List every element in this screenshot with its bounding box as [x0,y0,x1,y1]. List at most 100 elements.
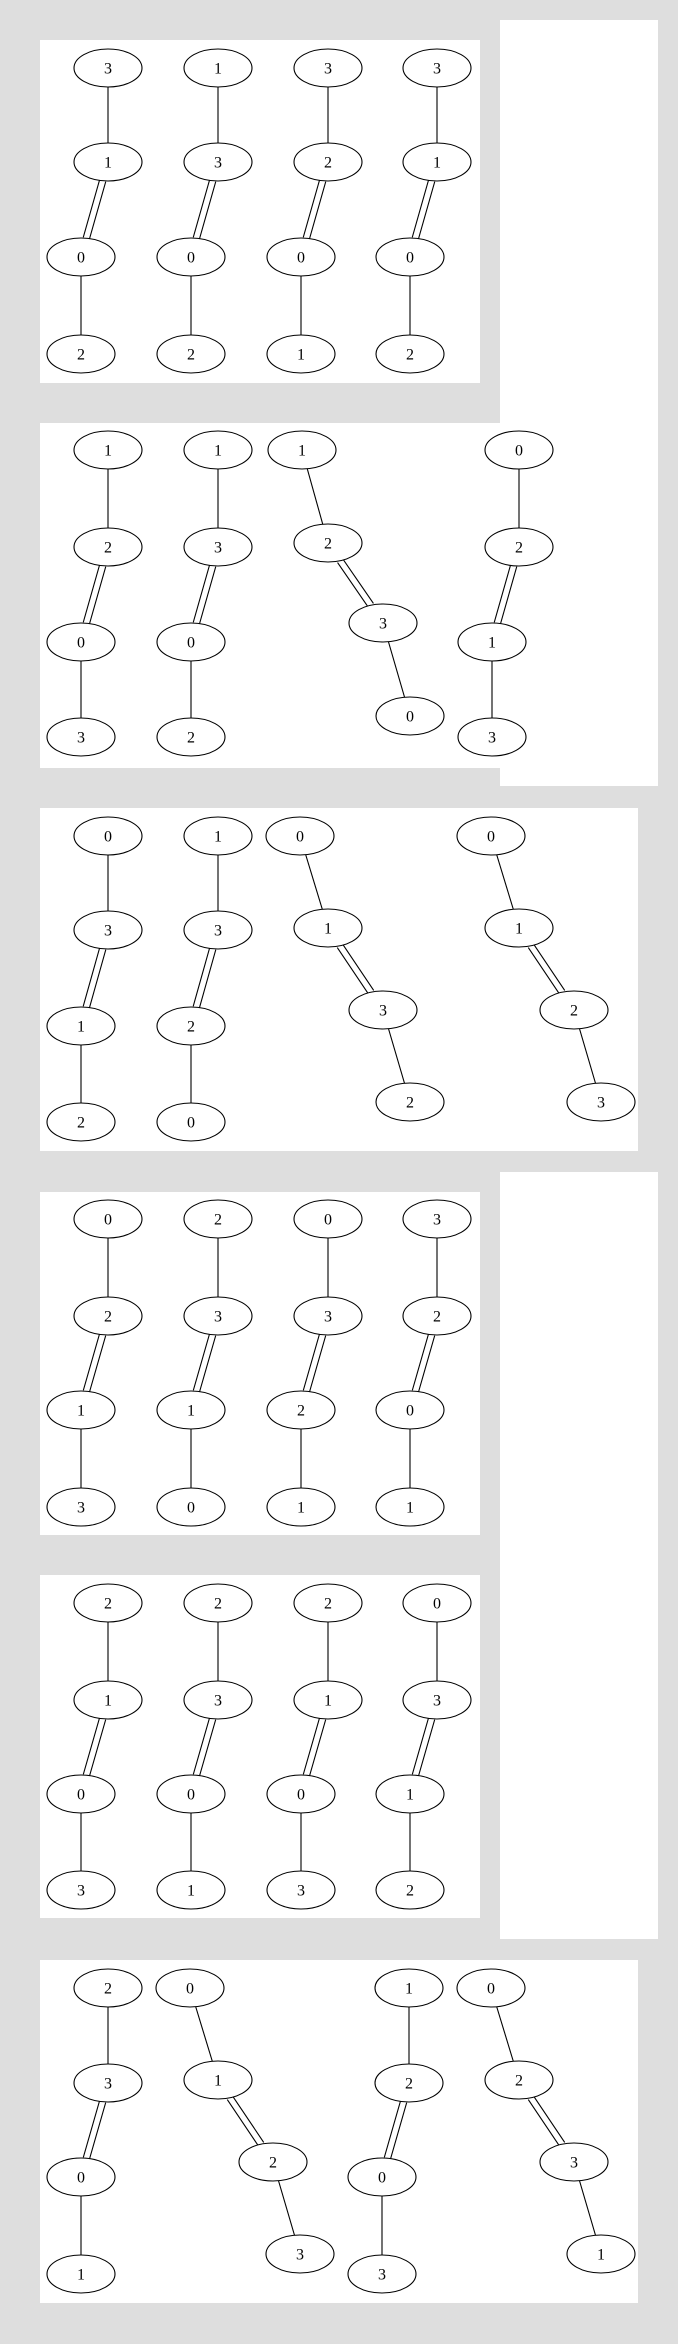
double-bond-edge-2-line-1 [88,566,107,625]
node: 3 [293,1296,363,1336]
node-ellipse [293,1583,363,1623]
edge-1 [496,2006,514,2062]
node: 0 [46,622,116,662]
node-label: 3 [214,540,222,557]
node-ellipse [566,1082,636,1122]
node-ellipse [293,48,363,88]
node-ellipse [183,1199,253,1239]
node-label: 2 [187,730,195,747]
node-ellipse [348,990,418,1030]
node-label: 2 [570,1003,578,1020]
double-bond-edge-2-line-1 [533,943,566,991]
node-ellipse [73,1199,143,1239]
double-bond-edge-2-line-2 [192,564,211,623]
node-label: 3 [104,923,112,940]
node-ellipse [73,1680,143,1720]
node: 3 [402,1680,472,1720]
node: 0 [375,237,445,277]
node-label: 1 [77,1403,85,1420]
node-label: 2 [297,1403,305,1420]
node-ellipse [183,527,253,567]
node: 1 [46,1390,116,1430]
double-bond-edge-2-line-2 [336,947,369,995]
node-label: 2 [104,540,112,557]
node-label: 2 [515,540,523,557]
node-label: 2 [515,2073,523,2090]
node-label: 0 [406,250,414,267]
node: 3 [73,48,143,88]
right-panel-bottom [500,1172,658,1939]
node-label: 0 [77,1787,85,1804]
panel-row-6 [40,1960,638,2303]
edge-1 [305,854,323,910]
node: 1 [156,1870,226,1910]
node: 1 [73,430,143,470]
node-label: 3 [77,1883,85,1900]
node-label: 1 [187,1883,195,1900]
node-label: 0 [487,1981,495,1998]
node: 3 [73,2063,143,2103]
node-ellipse [46,2254,116,2294]
node: 2 [46,1102,116,1142]
double-bond-edge-2-line-1 [342,943,375,991]
node-label: 3 [433,61,441,78]
double-bond-edge-2-line-2 [82,179,101,238]
node-ellipse [156,1774,226,1814]
node-label: 0 [433,1596,441,1613]
node: 1 [267,430,337,470]
node-label: 1 [406,1787,414,1804]
node: 2 [484,2060,554,2100]
node-ellipse [183,142,253,182]
double-bond-edge-2-line-2 [192,947,211,1007]
double-bond-edge-2-line-1 [417,1719,436,1777]
node-label: 2 [214,1212,222,1229]
node: 2 [238,2142,308,2182]
double-bond-edge-2-line-2 [411,1717,430,1775]
double-bond-edge-2-line-2 [226,2099,259,2147]
double-bond-edge-2-line-2 [192,1333,211,1391]
node-label: 3 [378,2267,386,2284]
node-label: 1 [104,443,112,460]
node-label: 0 [187,1115,195,1132]
node: 1 [266,1487,336,1527]
double-bond-edge-2-line-2 [411,1333,430,1391]
double-bond-edge-2-line-1 [389,2102,408,2160]
double-bond-edge-2-line-2 [302,1717,321,1775]
node-label: 0 [297,250,305,267]
node: 2 [156,717,226,757]
node: 2 [73,1296,143,1336]
node: 0 [456,816,526,856]
double-bond-edge-2-line-1 [342,558,374,604]
node-label: 2 [77,347,85,364]
node-label: 3 [488,730,496,747]
node: 2 [375,1082,445,1122]
node: 0 [375,696,445,736]
node-label: 0 [187,250,195,267]
node-ellipse [46,717,116,757]
node-ellipse [183,430,253,470]
node-label: 3 [379,616,387,633]
node-ellipse [183,1296,253,1336]
node-label: 1 [214,2073,222,2090]
edge-3 [387,1028,406,1084]
edge-1 [306,468,324,525]
node: 3 [46,1487,116,1527]
node-label: 1 [214,443,222,460]
node-ellipse [183,48,253,88]
node: 3 [566,1082,636,1122]
node-ellipse [347,2254,417,2294]
node-ellipse [402,142,472,182]
node-label: 3 [104,2076,112,2093]
node-ellipse [73,1583,143,1623]
edge-3 [578,1028,597,1084]
node-ellipse [456,816,526,856]
node: 2 [293,142,363,182]
double-bond-edge-2-line-2 [82,1333,101,1391]
node-label: 0 [378,2170,386,2187]
double-bond-edge-2-line-1 [88,949,107,1009]
